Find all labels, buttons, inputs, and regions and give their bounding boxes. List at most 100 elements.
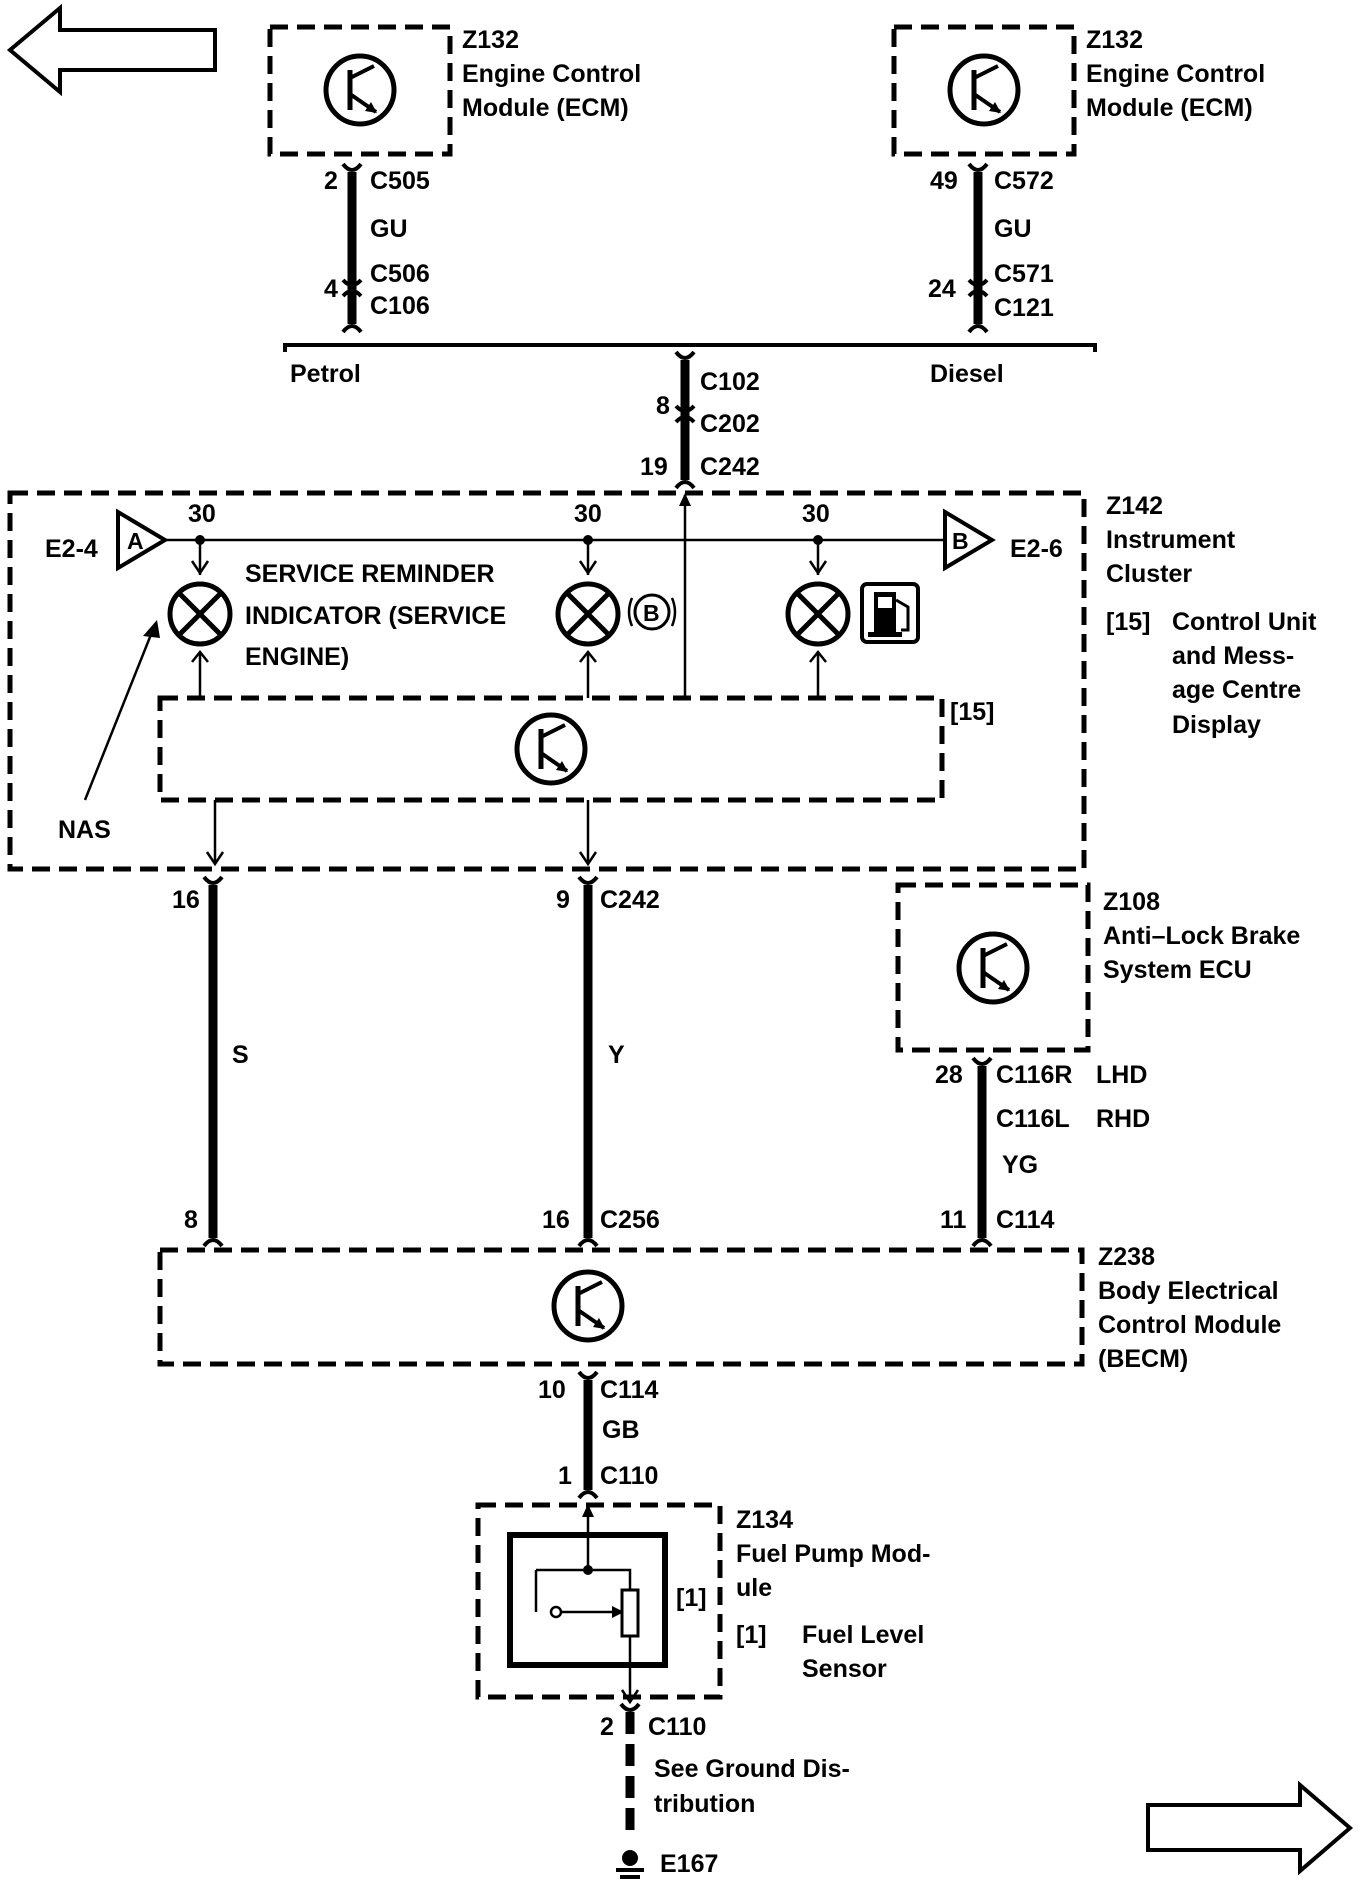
pin-30-c: 30 (802, 500, 830, 528)
cluster-note-1: Control Unit (1172, 608, 1317, 636)
ecm-petrol-pin-top: 2 (324, 167, 338, 195)
connector-clip (202, 1238, 224, 1248)
connector-b: B (943, 508, 996, 572)
abs-rhd: RHD (1096, 1105, 1150, 1133)
connector-clip (619, 1702, 641, 1712)
connector-clip (202, 875, 224, 885)
abs-name-2: System ECU (1103, 956, 1252, 984)
fuel-pump-name-1: Fuel Pump Mod- (736, 1540, 930, 1568)
connector-clip (971, 1238, 993, 1248)
trunk-pin-2: 8 (656, 392, 670, 420)
ecm-petrol-conn-top: C505 (370, 167, 430, 195)
ground-ref: E167 (660, 1850, 718, 1878)
connector-clips (202, 162, 993, 1712)
fuel-pump-note-2: Sensor (802, 1655, 887, 1683)
nas-pointer (83, 631, 154, 801)
service-reminder-lamp (170, 535, 230, 698)
connector-b-tag: B (952, 528, 969, 554)
fuel-pump-note-ref: [1] (736, 1621, 767, 1649)
wire-s-pin-top: 16 (172, 886, 200, 914)
control-unit-ref: [15] (950, 698, 994, 726)
pin-30-b: 30 (574, 500, 602, 528)
wire-y-pin-top: 9 (556, 886, 570, 914)
becm-name-3: (BECM) (1098, 1345, 1188, 1373)
abs-conn-rhd: C116L (996, 1105, 1070, 1133)
cluster-name-2: Cluster (1106, 560, 1192, 588)
connector-clip (674, 404, 696, 424)
ecm-petrol-pin-mid: 4 (324, 275, 338, 303)
connector-a-tag: A (127, 528, 144, 554)
connector-b-ref: E2-6 (1010, 535, 1063, 563)
ground-pin: 2 (600, 1713, 614, 1741)
wire-y-color: Y (608, 1041, 625, 1069)
trunk-pin-3: 19 (640, 453, 668, 481)
ecm-diesel: Z132 Engine Control Module (ECM) (891, 24, 1265, 157)
fuel-pump-conn-in: C110 (600, 1462, 658, 1490)
ecm-diesel-pin-top: 49 (930, 167, 958, 195)
becm-wire: GB (602, 1416, 640, 1444)
ground-note-2: tribution (654, 1790, 755, 1818)
ecm-petrol-wire: GU (370, 215, 408, 243)
cluster-note-2: and Mess- (1172, 642, 1294, 670)
sri-label-1: SERVICE REMINDER (245, 560, 495, 588)
connector-clip (674, 350, 696, 360)
wire-s-pin-bot: 8 (184, 1206, 198, 1234)
connector-clip (577, 1490, 599, 1500)
fuel-pump-note-1: Fuel Level (802, 1621, 924, 1649)
ground-conn: C110 (648, 1713, 706, 1741)
fuel-pump-pin-in: 1 (558, 1462, 572, 1490)
ecm-petrol-conn-mid: C506 (370, 260, 430, 288)
fuel-sensor-ref: [1] (676, 1584, 707, 1612)
connector-clip (577, 1370, 599, 1380)
trunk-conn-3: C242 (700, 453, 760, 481)
ecm-petrol: Z132 Engine Control Module (ECM) (267, 24, 641, 157)
previous-page-arrow[interactable] (6, 3, 217, 97)
ecm-diesel-id: Z132 (1086, 26, 1143, 54)
connector-a-ref: E2-4 (45, 535, 98, 563)
connector-clip (967, 162, 989, 172)
branch-petrol: Petrol (290, 360, 361, 388)
ecm-petrol-conn-bot: C106 (370, 292, 430, 320)
ecm-diesel-conn-top: C572 (994, 167, 1054, 195)
abs-pin-top: 28 (935, 1061, 963, 1089)
connector-clip (341, 324, 363, 334)
connector-clip (577, 1238, 599, 1248)
wire-s-color: S (232, 1041, 249, 1069)
abs-lhd: LHD (1096, 1061, 1147, 1089)
abs-pin-bot: 11 (940, 1206, 967, 1234)
ground-note-1: See Ground Dis- (654, 1755, 850, 1783)
instrument-cluster: Z142 Instrument Cluster [15] Control Uni… (7, 490, 1317, 872)
abs-wire: YG (1002, 1151, 1038, 1179)
trunk-conn-2: C202 (700, 410, 760, 438)
next-page-arrow[interactable] (1146, 1780, 1354, 1876)
low-fuel-lamp (788, 535, 848, 698)
ground-symbol (616, 1850, 644, 1879)
connector-clip (577, 875, 599, 885)
becm: Z238 Body Electrical Control Module (BEC… (157, 1243, 1281, 1373)
connector-clip (971, 1056, 993, 1066)
pin-30-a: 30 (188, 500, 216, 528)
ecm-petrol-name-1: Engine Control (462, 60, 641, 88)
cluster-id: Z142 (1106, 492, 1163, 520)
connector-clip (674, 480, 696, 490)
wire-y-conn-bot: C256 (600, 1206, 660, 1234)
fuel-pump-icon (860, 582, 920, 644)
becm-name-2: Control Module (1098, 1311, 1281, 1339)
sri-label-3: ENGINE) (245, 643, 349, 671)
ecm-diesel-wire: GU (994, 215, 1032, 243)
nas-label: NAS (58, 816, 111, 844)
brake-warning-icon: B (627, 593, 677, 631)
cluster-note-3: age Centre (1172, 676, 1301, 704)
cluster-note-ref: [15] (1106, 608, 1150, 636)
fuel-pump-module: [1] (475, 1502, 723, 1705)
ecm-petrol-name-2: Module (ECM) (462, 94, 629, 122)
abs-conn-bot: C114 (996, 1206, 1054, 1234)
wire-y-conn-top: C242 (600, 886, 660, 914)
cluster-note-4: Display (1172, 711, 1261, 739)
ecm-diesel-conn-mid: C571 (994, 260, 1054, 288)
cluster-control-unit (157, 695, 945, 803)
fuel-pump-name-2: ule (736, 1574, 772, 1602)
abs-ecu: Z108 Anti–Lock Brake System ECU (895, 882, 1300, 1053)
ecm-petrol-id: Z132 (462, 26, 519, 54)
